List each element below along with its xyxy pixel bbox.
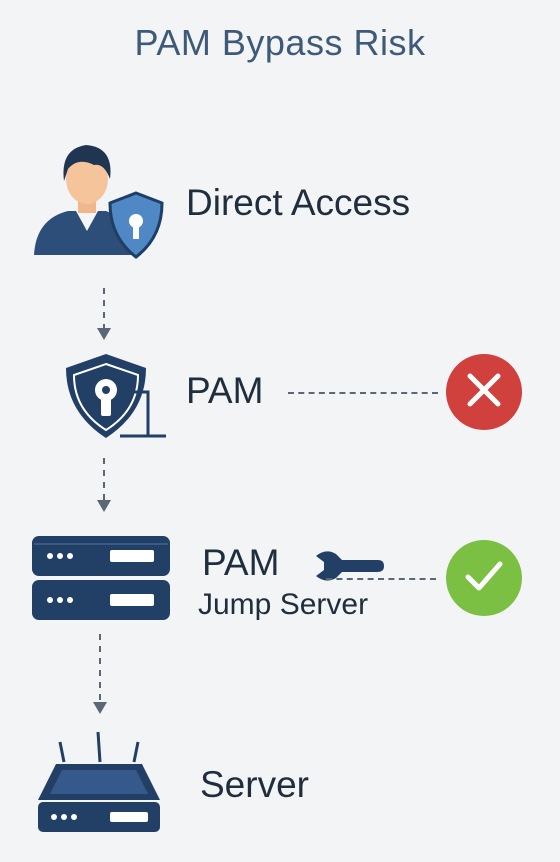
server-rack-icon <box>30 532 172 629</box>
shield-keyhole-icon <box>62 352 172 447</box>
server-device-icon <box>34 728 164 843</box>
connector-dashed-line <box>326 578 436 580</box>
step-label-direct-access: Direct Access <box>186 182 411 223</box>
wrench-icon <box>312 546 386 591</box>
step-label-pam: PAM <box>186 370 264 411</box>
user-shield-icon <box>28 135 168 270</box>
step-label-server: Server <box>200 764 309 805</box>
diagram-title: PAM Bypass Risk <box>134 22 426 63</box>
blocked-status-badge <box>446 354 522 430</box>
flow-arrow <box>94 458 114 521</box>
flow-arrow <box>90 634 110 723</box>
flow-arrow <box>94 288 114 349</box>
connector-dashed-line <box>288 392 438 394</box>
step-label-pam-jump: PAM <box>202 542 280 583</box>
allowed-status-badge <box>446 540 522 616</box>
step-sublabel-jump-server: Jump Server <box>198 588 369 621</box>
checkmark-icon <box>463 557 505 600</box>
x-icon <box>465 371 503 414</box>
